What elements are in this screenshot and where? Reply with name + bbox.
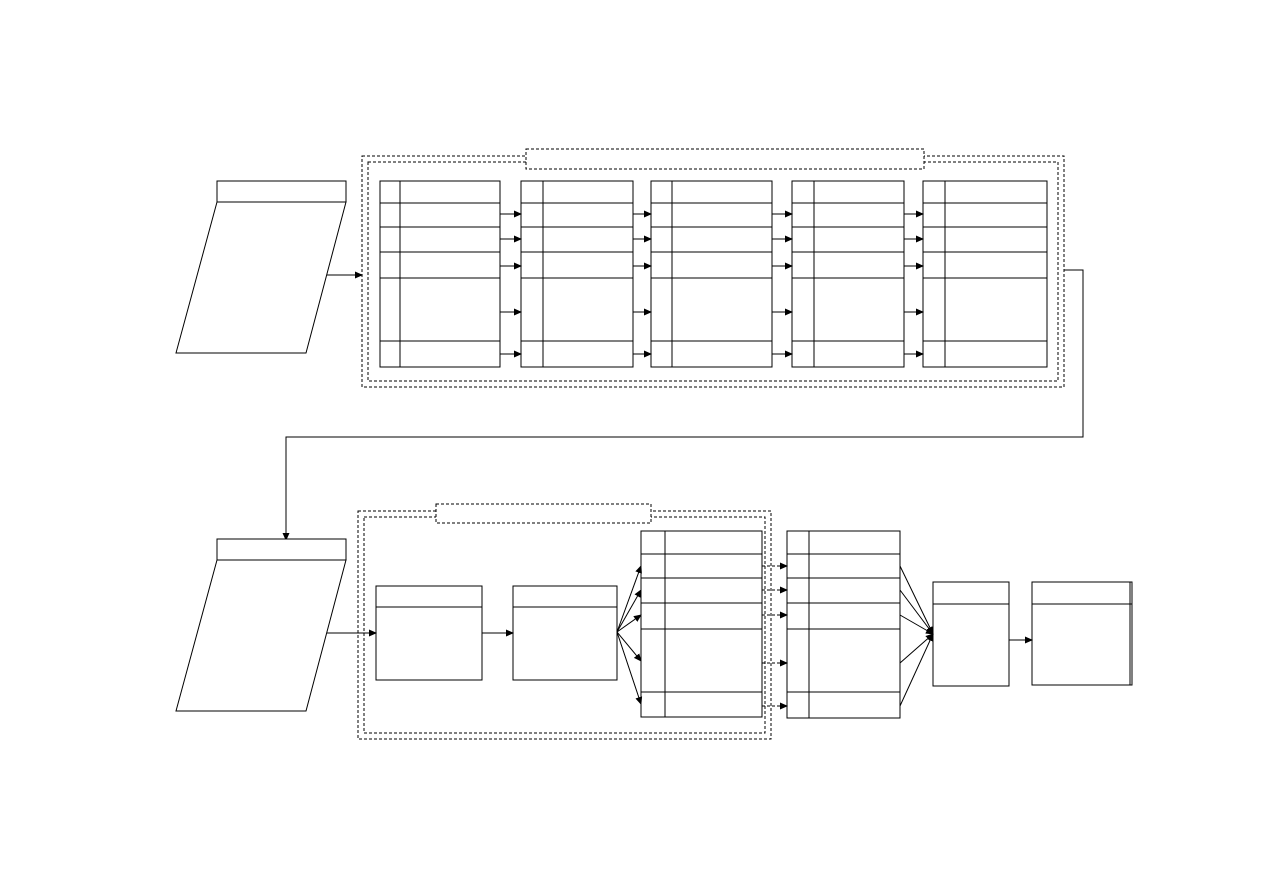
bottom-table xyxy=(640,530,763,718)
top-input-node xyxy=(175,180,347,354)
bottom-group xyxy=(357,503,772,740)
top-connectors xyxy=(327,210,924,358)
bottom-group-label-bar xyxy=(435,503,652,524)
top-group xyxy=(361,148,1065,388)
top-input-header xyxy=(216,180,347,203)
top-table xyxy=(791,180,905,368)
bottom-input-parallelogram xyxy=(175,559,347,712)
bottom-output-box xyxy=(1031,581,1133,686)
bottom-input-node xyxy=(175,538,347,712)
top-input-parallelogram xyxy=(175,201,347,354)
bottom-step-box xyxy=(512,585,618,681)
top-table xyxy=(520,180,634,368)
top-tables xyxy=(379,180,1048,368)
top-table xyxy=(922,180,1048,368)
top-table xyxy=(650,180,773,368)
bottom-connectors xyxy=(327,562,1033,710)
bottom-step-box xyxy=(375,585,483,681)
top-group-label-bar xyxy=(525,148,925,170)
bottom-table xyxy=(786,530,901,719)
bottom-input-header xyxy=(216,538,347,561)
bottom-output-box xyxy=(932,581,1010,687)
stage-link-connector xyxy=(282,269,1084,541)
top-table xyxy=(379,180,501,368)
